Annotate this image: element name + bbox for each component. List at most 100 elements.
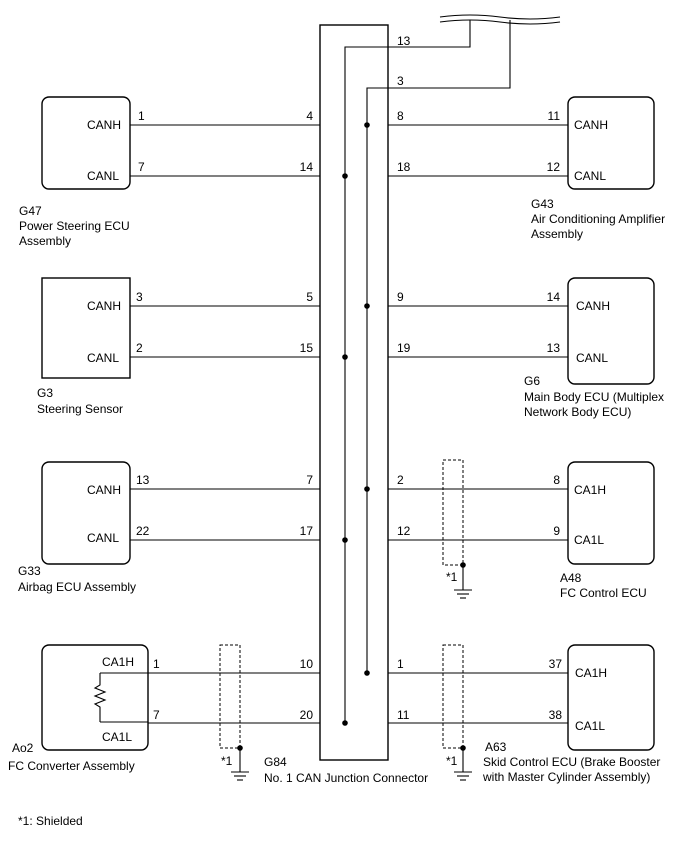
junction-connector-box: [319, 24, 389, 761]
g3-id: G3: [37, 386, 53, 400]
break-mark-2: [439, 19, 561, 25]
g47-name-1: Power Steering ECU: [19, 219, 130, 233]
a63-h-pin: 37: [549, 657, 563, 671]
shield-a48: [442, 459, 464, 566]
ecu-box-g47: [41, 96, 131, 190]
ao2-l-label: CA1L: [102, 730, 132, 744]
ecu-box-g43: [567, 96, 655, 190]
g33-id: G33: [18, 564, 41, 578]
shield-a63: [442, 644, 464, 749]
ecu-box-ao2: [41, 644, 149, 751]
g6-name-1: Main Body ECU (Multiplex: [524, 390, 664, 404]
bus-line-low: [344, 46, 388, 723]
g3-h-label: CANH: [87, 299, 121, 313]
g33-l-label: CANL: [87, 531, 119, 545]
ecu-box-a48: [567, 461, 655, 565]
g43-name-1: Air Conditioning Amplifier: [531, 212, 665, 226]
shield-drain-dot: [237, 745, 243, 751]
top-pin-3: 3: [397, 74, 404, 88]
junction-dot: [364, 486, 370, 492]
junction-dot: [342, 354, 348, 360]
a63-l-pin: 38: [549, 708, 563, 722]
ao2-id: Ao2: [12, 741, 34, 755]
ao2-h-label: CA1H: [102, 655, 134, 669]
a48-l-pin: 9: [553, 524, 560, 538]
g47-l-jpin: 14: [300, 160, 314, 174]
ecu-box-g33: [41, 461, 131, 565]
a48-id: A48: [560, 571, 582, 585]
g43-h-pin: 11: [548, 109, 561, 123]
ao2-name-1: FC Converter Assembly: [8, 759, 135, 773]
shield-marker-a48: *1: [446, 570, 458, 584]
g3-l-jpin: 15: [300, 341, 314, 355]
g3-l-label: CANL: [87, 351, 119, 365]
a48-h-label: CA1H: [574, 483, 606, 497]
g6-h-pin: 14: [547, 290, 561, 304]
g43-h-label: CANH: [574, 118, 608, 132]
a48-l-label: CA1L: [574, 533, 604, 547]
g47-h-label: CANH: [87, 118, 121, 132]
g6-h-jpin: 9: [397, 290, 404, 304]
g6-id: G6: [524, 374, 540, 388]
g6-l-jpin: 19: [397, 341, 411, 355]
g6-l-pin: 13: [547, 341, 561, 355]
ecu-box-g3: [41, 277, 131, 379]
junction-dot: [364, 303, 370, 309]
g6-l-label: CANL: [576, 351, 608, 365]
junction-dot: [342, 173, 348, 179]
a48-l-jpin: 12: [397, 524, 411, 538]
g43-l-label: CANL: [574, 169, 606, 183]
shield-drain-dot: [460, 745, 466, 751]
top-pin-13: 13: [397, 34, 411, 48]
g43-l-pin: 12: [547, 160, 561, 174]
ao2-l-pin: 7: [153, 708, 160, 722]
ao2-h-jpin: 10: [300, 657, 314, 671]
g33-l-pin: 22: [136, 524, 150, 538]
a63-id: A63: [485, 740, 507, 754]
junction-dot: [342, 720, 348, 726]
g33-h-pin: 13: [136, 473, 150, 487]
a48-h-pin: 8: [553, 473, 560, 487]
g47-h-pin: 1: [138, 109, 145, 123]
shield-marker-ao2: *1: [221, 754, 233, 768]
g43-l-jpin: 18: [397, 160, 411, 174]
g3-h-jpin: 5: [306, 290, 313, 304]
ao2-l-jpin: 20: [300, 708, 314, 722]
g33-h-label: CANH: [87, 483, 121, 497]
junction-dot: [342, 537, 348, 543]
junction-dot: [364, 670, 370, 676]
junction-name: No. 1 CAN Junction Connector: [264, 771, 428, 785]
junction-dot: [364, 122, 370, 128]
junction-id: G84: [264, 755, 287, 769]
bus-line-high: [366, 87, 388, 673]
g3-l-pin: 2: [136, 341, 143, 355]
shield-ao2: [219, 644, 241, 749]
g43-h-jpin: 8: [397, 109, 404, 123]
g33-name-1: Airbag ECU Assembly: [18, 580, 136, 594]
resistor-icon: [93, 673, 107, 722]
g43-name-2: Assembly: [531, 227, 583, 241]
g33-h-jpin: 7: [306, 473, 313, 487]
top-wire-13: [388, 20, 471, 48]
g43-id: G43: [531, 197, 554, 211]
g3-h-pin: 3: [136, 290, 143, 304]
g6-name-2: Network Body ECU): [524, 405, 631, 419]
g47-id: G47: [19, 204, 42, 218]
break-mark-1: [439, 14, 561, 20]
ecu-box-g6: [567, 277, 655, 385]
a63-name-2: with Master Cylinder Assembly): [482, 770, 650, 784]
a48-name-1: FC Control ECU: [560, 586, 647, 600]
footnote: *1: Shielded: [18, 814, 83, 828]
g47-l-label: CANL: [87, 169, 119, 183]
ecu-box-a63: [567, 644, 655, 751]
g47-name-2: Assembly: [19, 234, 71, 248]
a63-h-label: CA1H: [575, 666, 607, 680]
a63-h-jpin: 1: [397, 657, 404, 671]
g6-h-label: CANH: [576, 299, 610, 313]
top-wire-3: [388, 20, 511, 89]
ao2-h-pin: 1: [153, 657, 160, 671]
a63-l-jpin: 11: [397, 708, 410, 722]
a48-h-jpin: 2: [397, 473, 404, 487]
a63-l-label: CA1L: [575, 719, 605, 733]
